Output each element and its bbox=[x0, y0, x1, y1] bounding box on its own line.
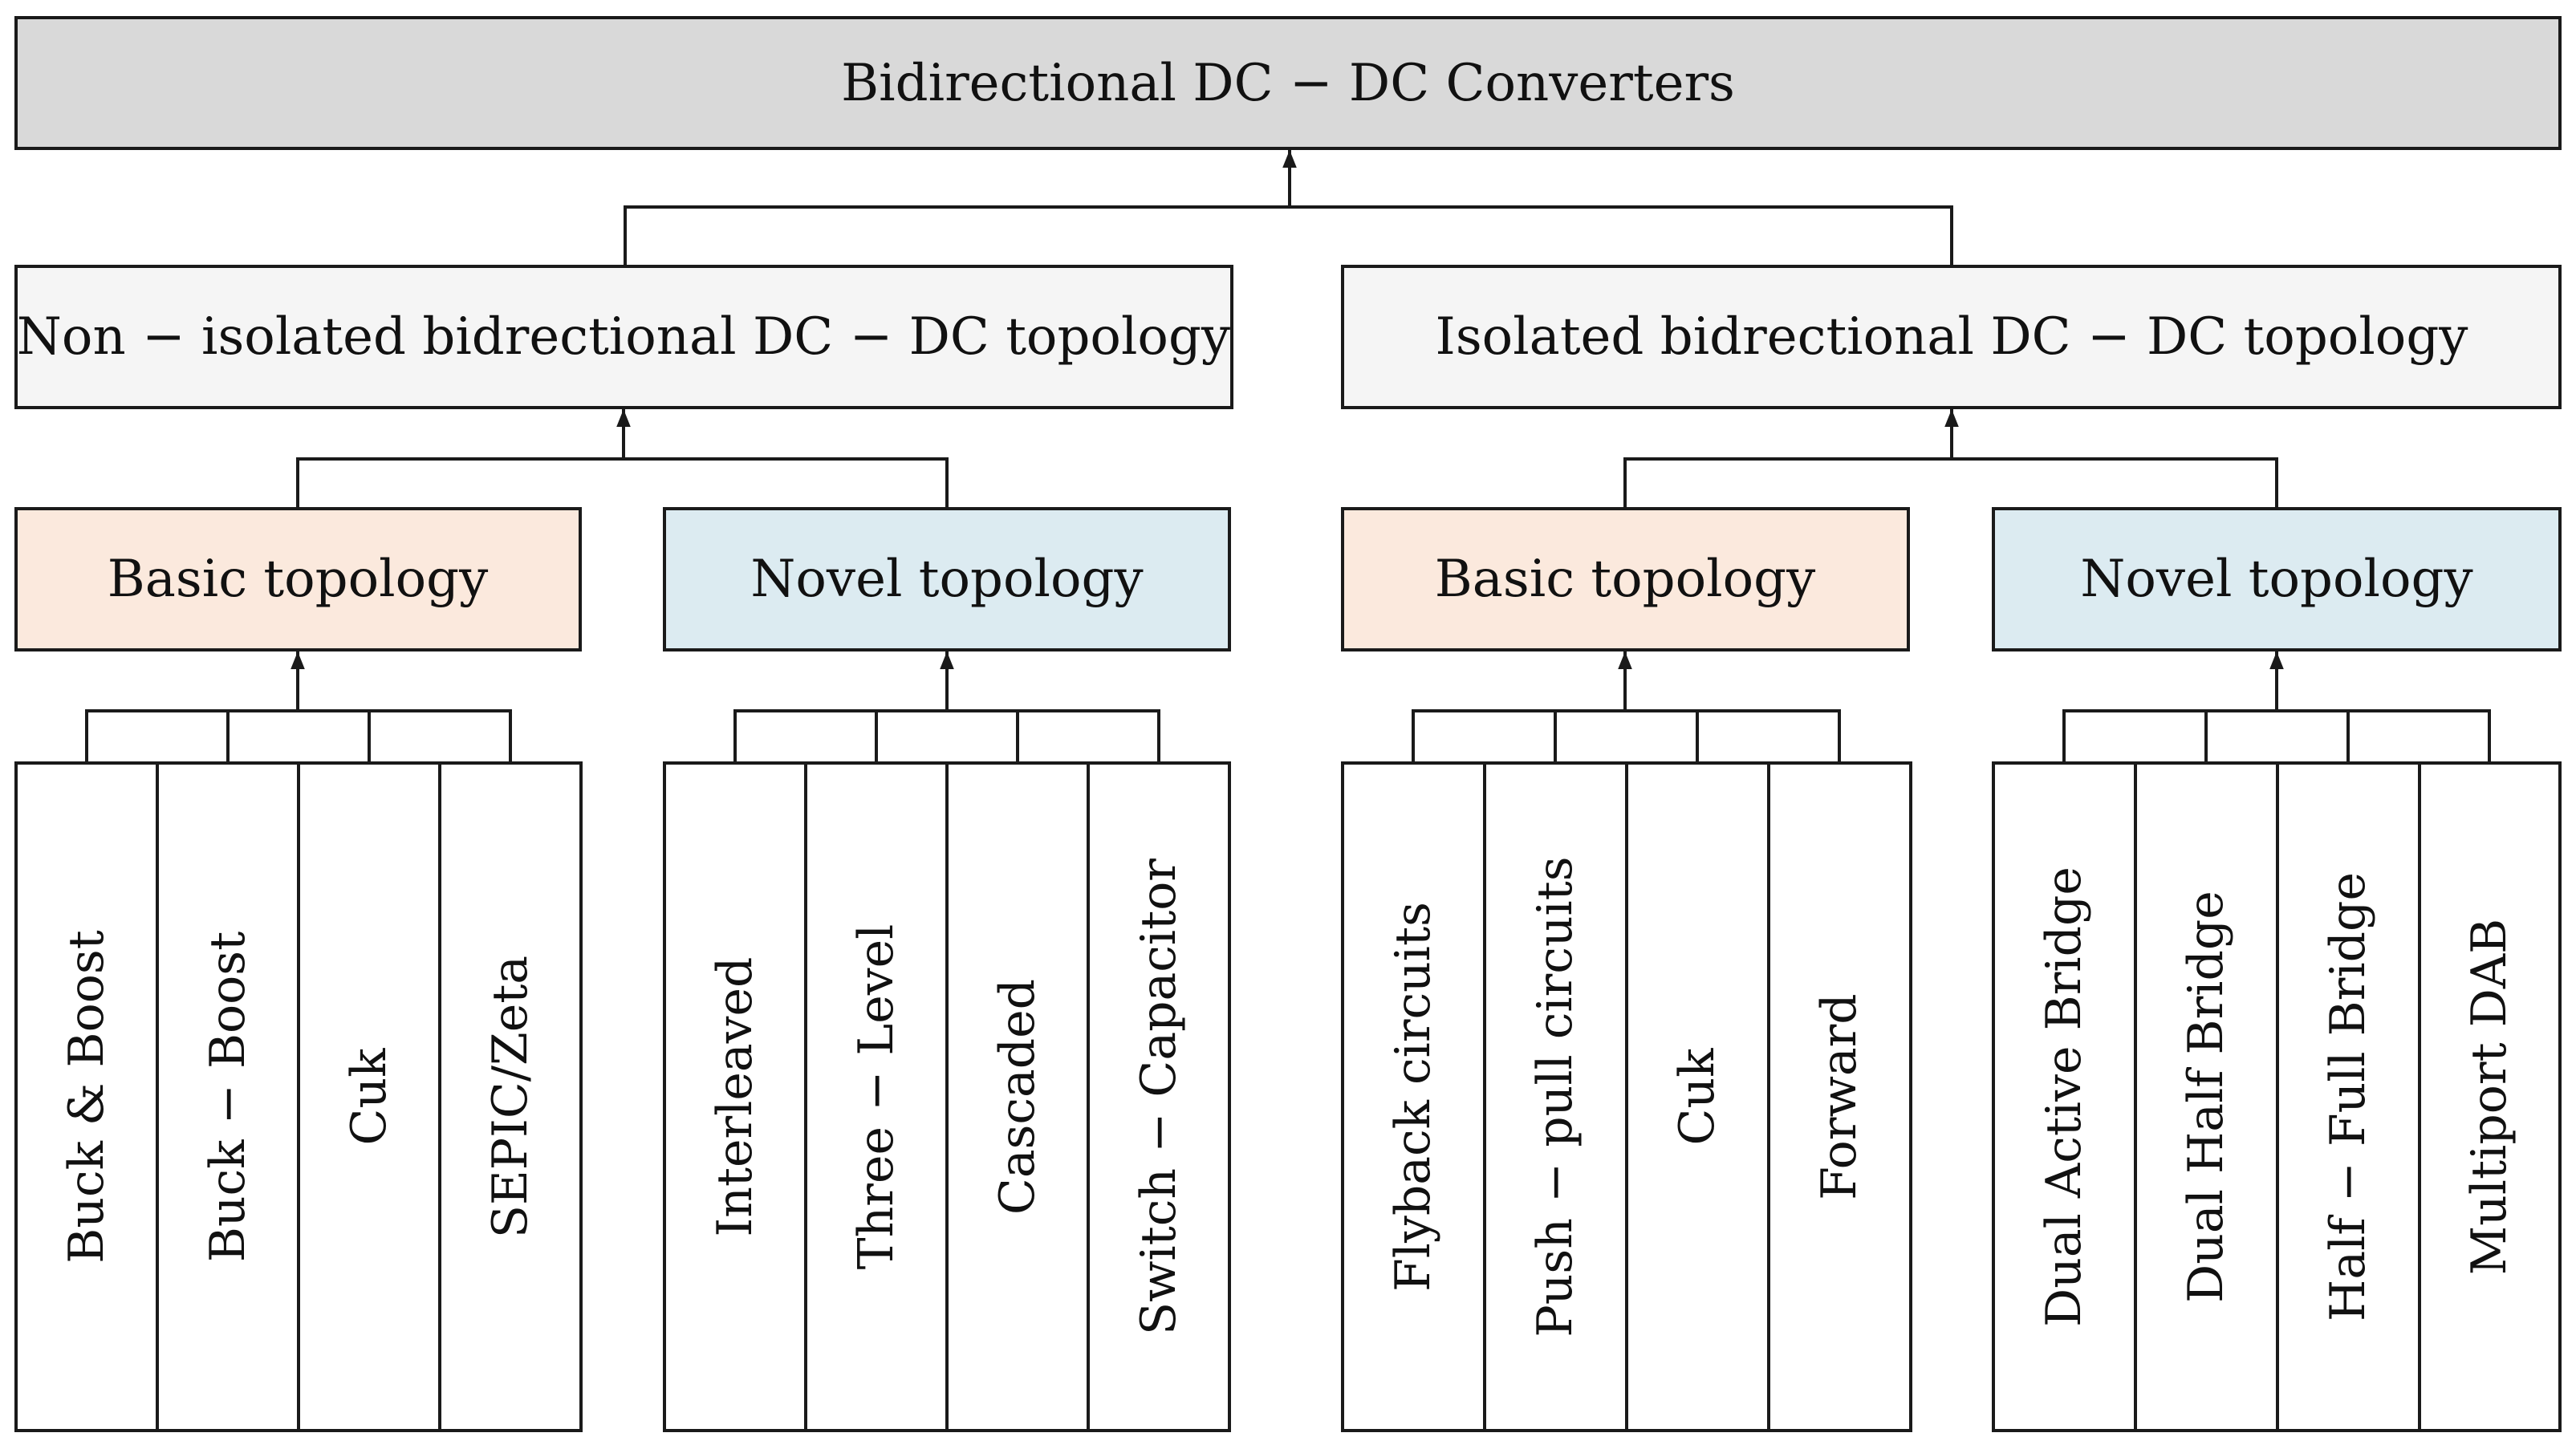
leaf-push-pull-circuits: Push − pull circuits bbox=[1527, 856, 1583, 1337]
leaf-box bbox=[1767, 761, 1912, 1432]
leaf-buck-and-boost: Buck & Boost bbox=[59, 930, 115, 1264]
branch-box-isolated bbox=[1341, 265, 2562, 409]
leaf-box bbox=[1992, 761, 2137, 1432]
branch-label-isolated: Isolated bidrectional DC − DC topology bbox=[1436, 307, 2468, 367]
leaf-box bbox=[156, 761, 300, 1432]
leaf-box bbox=[804, 761, 949, 1432]
leaf-interleaved: Interleaved bbox=[707, 957, 763, 1237]
group-box-isolated-basic bbox=[1341, 507, 1910, 651]
leaves-non-isolated-novel: Interleaved Three − Level Cascaded Switc… bbox=[663, 761, 1231, 1432]
leaf-dual-active-bridge: Dual Active Bridge bbox=[2036, 867, 2092, 1327]
leaf-box bbox=[945, 761, 1090, 1432]
branch-label-non-isolated: Non − isolated bidrectional DC − DC topo… bbox=[17, 307, 1230, 367]
leaf-box bbox=[2418, 761, 2562, 1432]
leaf-flyback-circuits: Flyback circuits bbox=[1385, 902, 1441, 1292]
leaf-box bbox=[438, 761, 583, 1432]
leaf-box bbox=[663, 761, 807, 1432]
leaf-box bbox=[1087, 761, 1231, 1432]
leaves-isolated-novel: Dual Active Bridge Dual Half Bridge Half… bbox=[1992, 761, 2562, 1432]
group-non-isolated-basic: Basic topology bbox=[14, 507, 582, 651]
branch-non-isolated: Non − isolated bidrectional DC − DC topo… bbox=[14, 265, 1233, 409]
leaf-box bbox=[2134, 761, 2279, 1432]
leaf-forward: Forward bbox=[1811, 993, 1867, 1199]
connector-lines bbox=[85, 150, 2491, 763]
leaf-cascaded: Cascaded bbox=[989, 979, 1046, 1215]
group-label-isolated-novel: Novel topology bbox=[2080, 550, 2472, 609]
leaf-cuk: Cuk bbox=[341, 1048, 397, 1146]
leaf-switch-capacitor: Switch − Capacitor bbox=[1131, 858, 1187, 1335]
group-box-non-isolated-basic bbox=[14, 507, 582, 651]
group-label-isolated-basic: Basic topology bbox=[1435, 550, 1816, 609]
leaf-box bbox=[1483, 761, 1628, 1432]
group-label-non-isolated-basic: Basic topology bbox=[108, 550, 489, 609]
branch-isolated: Isolated bidrectional DC − DC topology bbox=[1341, 265, 2562, 409]
leaf-multiport-dab: Multiport DAB bbox=[2461, 919, 2517, 1276]
leaf-box bbox=[2276, 761, 2421, 1432]
root-node: Bidirectional DC − DC Converters bbox=[14, 16, 2562, 150]
group-box-isolated-novel bbox=[1992, 507, 2562, 651]
leaves-isolated-basic: Flyback circuits Push − pull circuits Cu… bbox=[1341, 761, 1912, 1432]
leaf-half-full-bridge: Half − Full Bridge bbox=[2320, 872, 2376, 1321]
leaf-sepic-zeta: SEPIC/Zeta bbox=[482, 956, 538, 1238]
group-isolated-novel: Novel topology bbox=[1992, 507, 2562, 651]
leaf-dual-half-bridge: Dual Half Bridge bbox=[2178, 891, 2234, 1303]
leaf-three-level: Three − Level bbox=[848, 924, 904, 1270]
leaf-box bbox=[1625, 761, 1770, 1432]
branch-box-non-isolated bbox=[14, 265, 1233, 409]
group-isolated-basic: Basic topology bbox=[1341, 507, 1910, 651]
leaf-box bbox=[297, 761, 441, 1432]
group-box-non-isolated-novel bbox=[663, 507, 1231, 651]
root-box bbox=[14, 16, 2562, 150]
root-label: Bidirectional DC − DC Converters bbox=[841, 54, 1735, 113]
leaves-non-isolated-basic: Buck & Boost Buck − Boost Cuk SEPIC/Zeta bbox=[14, 761, 583, 1432]
leaf-box bbox=[14, 761, 159, 1432]
group-non-isolated-novel: Novel topology bbox=[663, 507, 1231, 651]
leaf-cuk-isolated: Cuk bbox=[1669, 1048, 1725, 1146]
leaf-buck-boost: Buck − Boost bbox=[200, 932, 256, 1262]
group-label-non-isolated-novel: Novel topology bbox=[750, 550, 1143, 609]
